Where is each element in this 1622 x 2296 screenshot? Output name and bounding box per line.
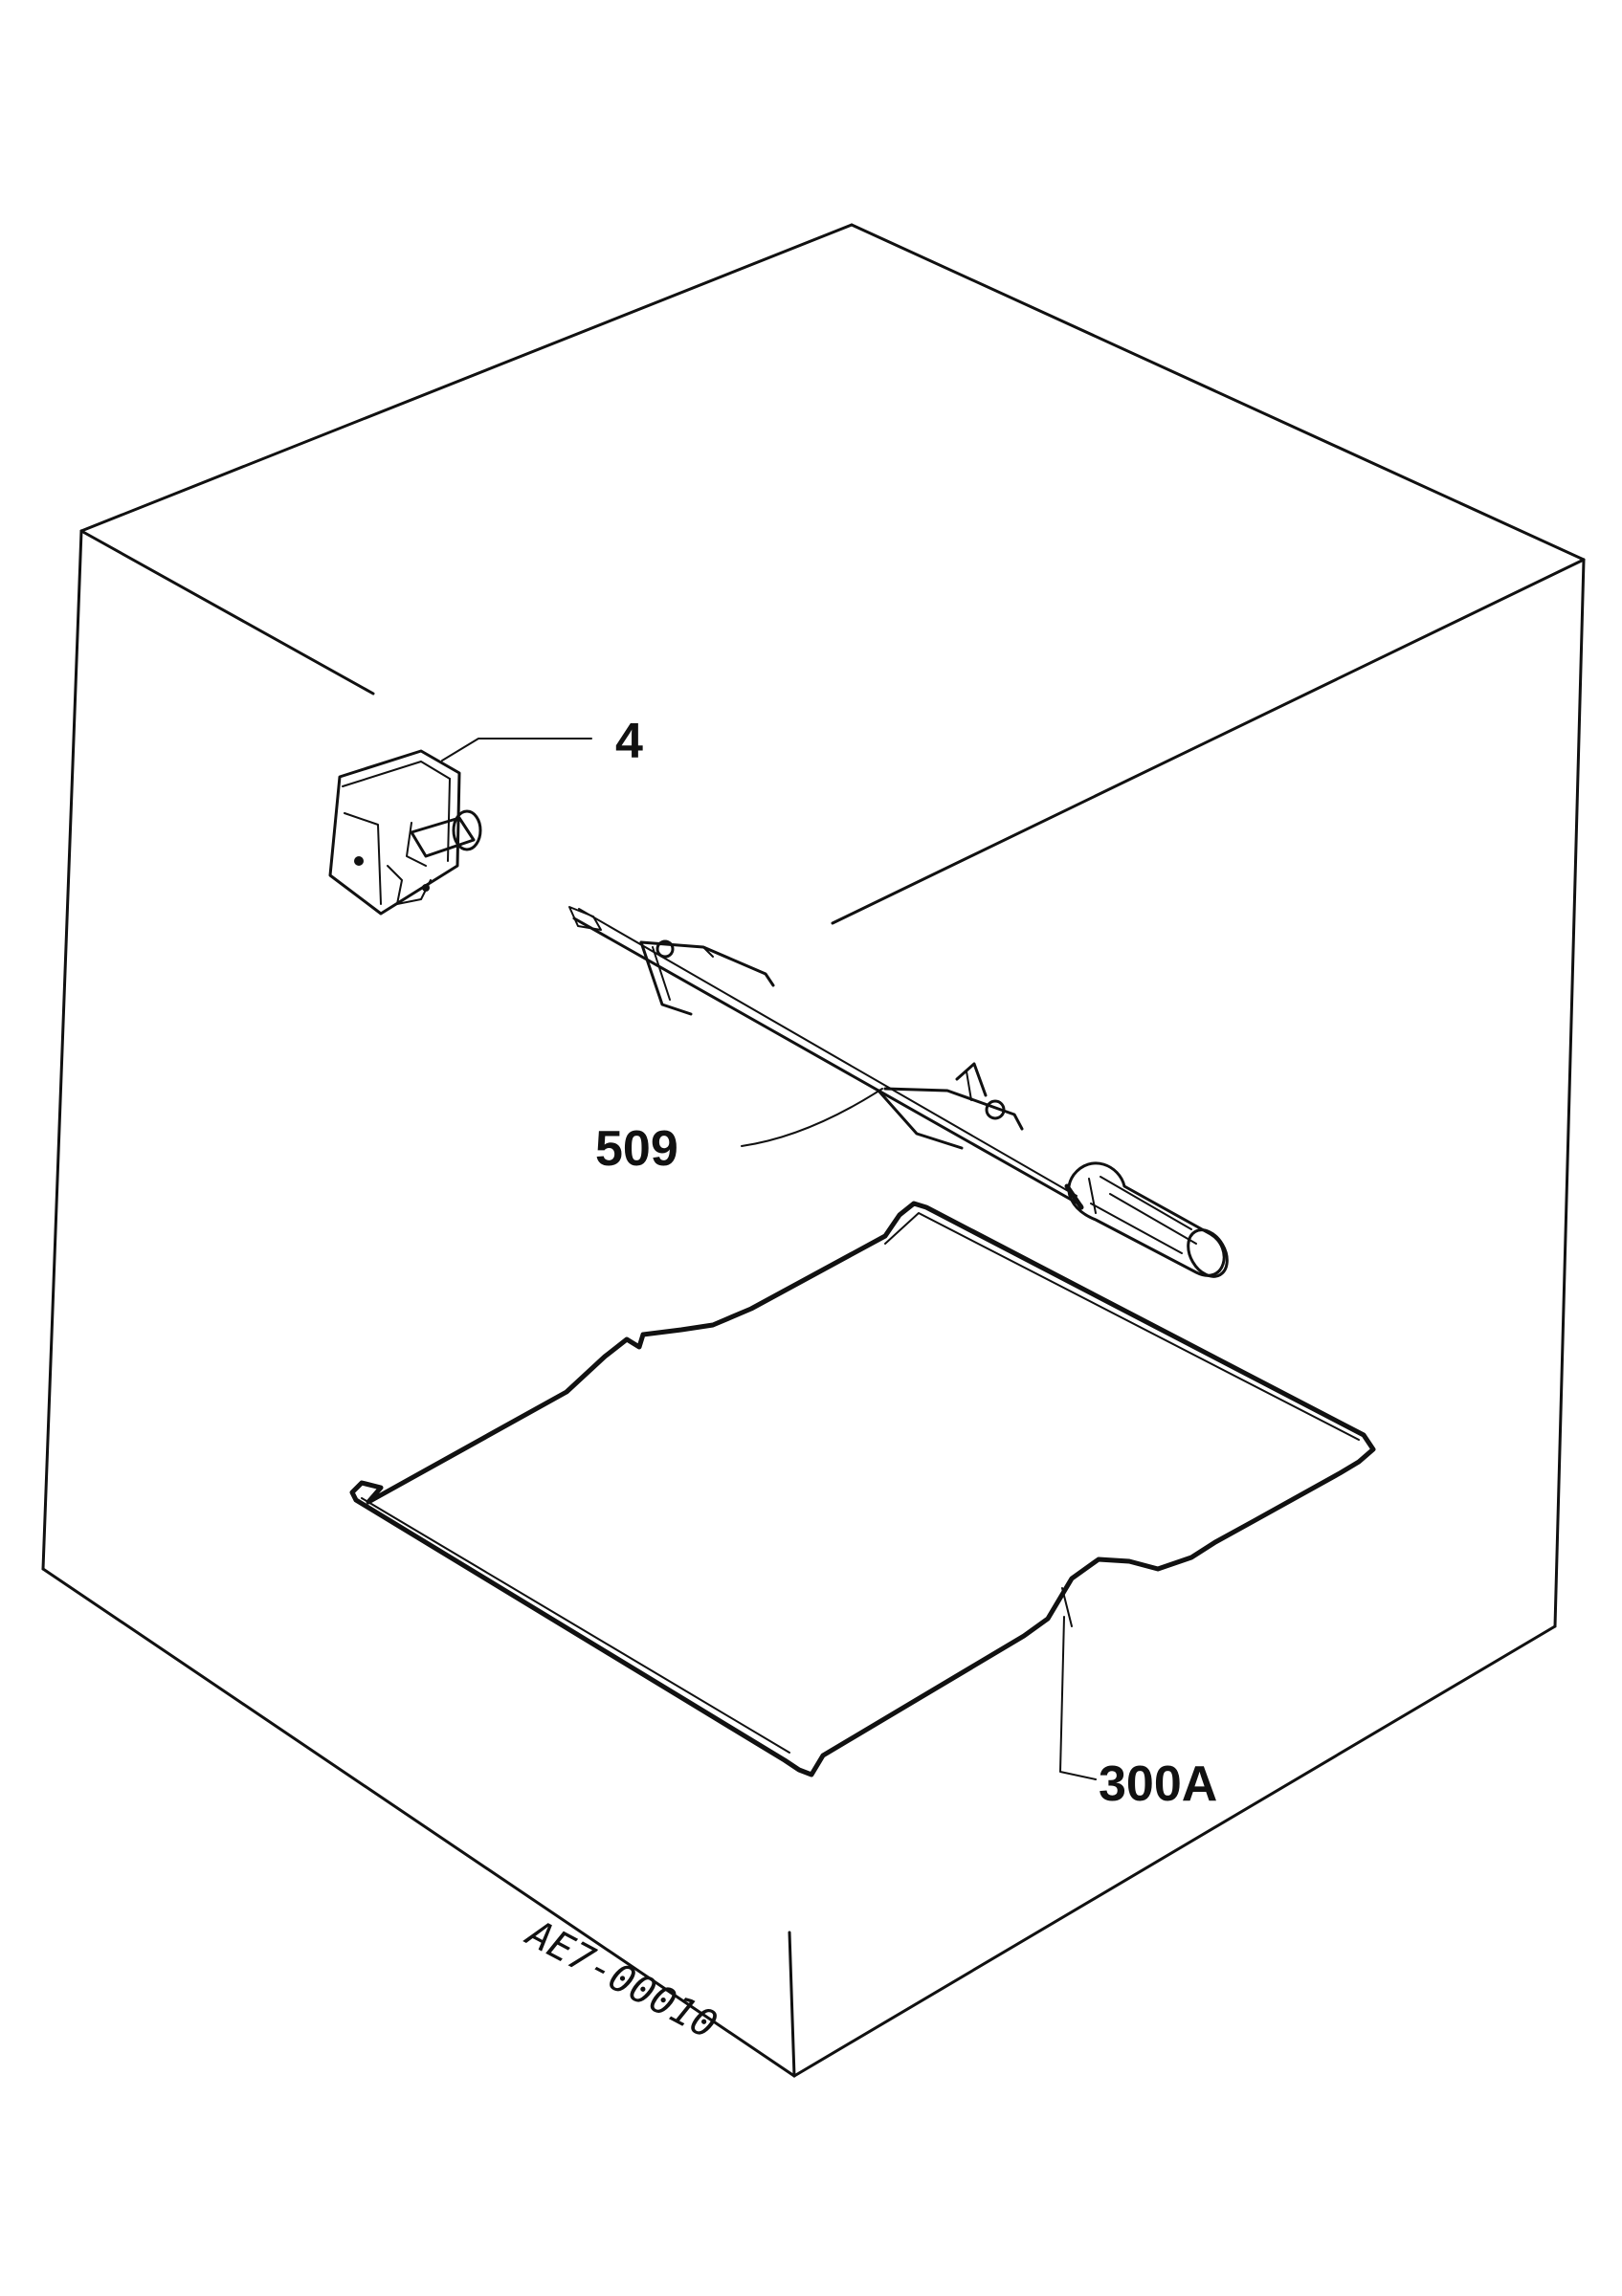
leader-line-part-300a [1059,1616,1097,1780]
cabinet-front-right-top-edge [831,558,1586,925]
cabinet-front-vertical-edge [788,1931,796,2078]
callout-part-509: 509 [595,1121,678,1177]
cabinet-right-vertical-edge [1553,558,1586,1628]
callout-part-300a: 300A [1099,1756,1217,1812]
cabinet-top-left-edge [79,223,854,533]
cabinet-outline [41,223,1586,2078]
cabinet-top-right-edge [850,223,1586,562]
cabinet-left-vertical-edge [41,529,83,1571]
leader-line-part-4 [441,738,592,762]
rotisserie-spit-part [568,906,1229,1278]
cabinet-front-left-top-edge [79,529,375,695]
drawing-code-label: AE7-00010 [518,1910,724,2048]
leader-line-part-509 [741,1088,883,1147]
wire-shelf-part [349,1201,1376,1777]
thermostat-switch-part [328,749,482,916]
cabinet-bottom-left-edge [41,1567,796,2078]
callout-part-4: 4 [615,714,643,769]
wire-shelf-outer-frame [349,1201,1376,1777]
cabinet-bottom-right-edge [792,1624,1557,2078]
